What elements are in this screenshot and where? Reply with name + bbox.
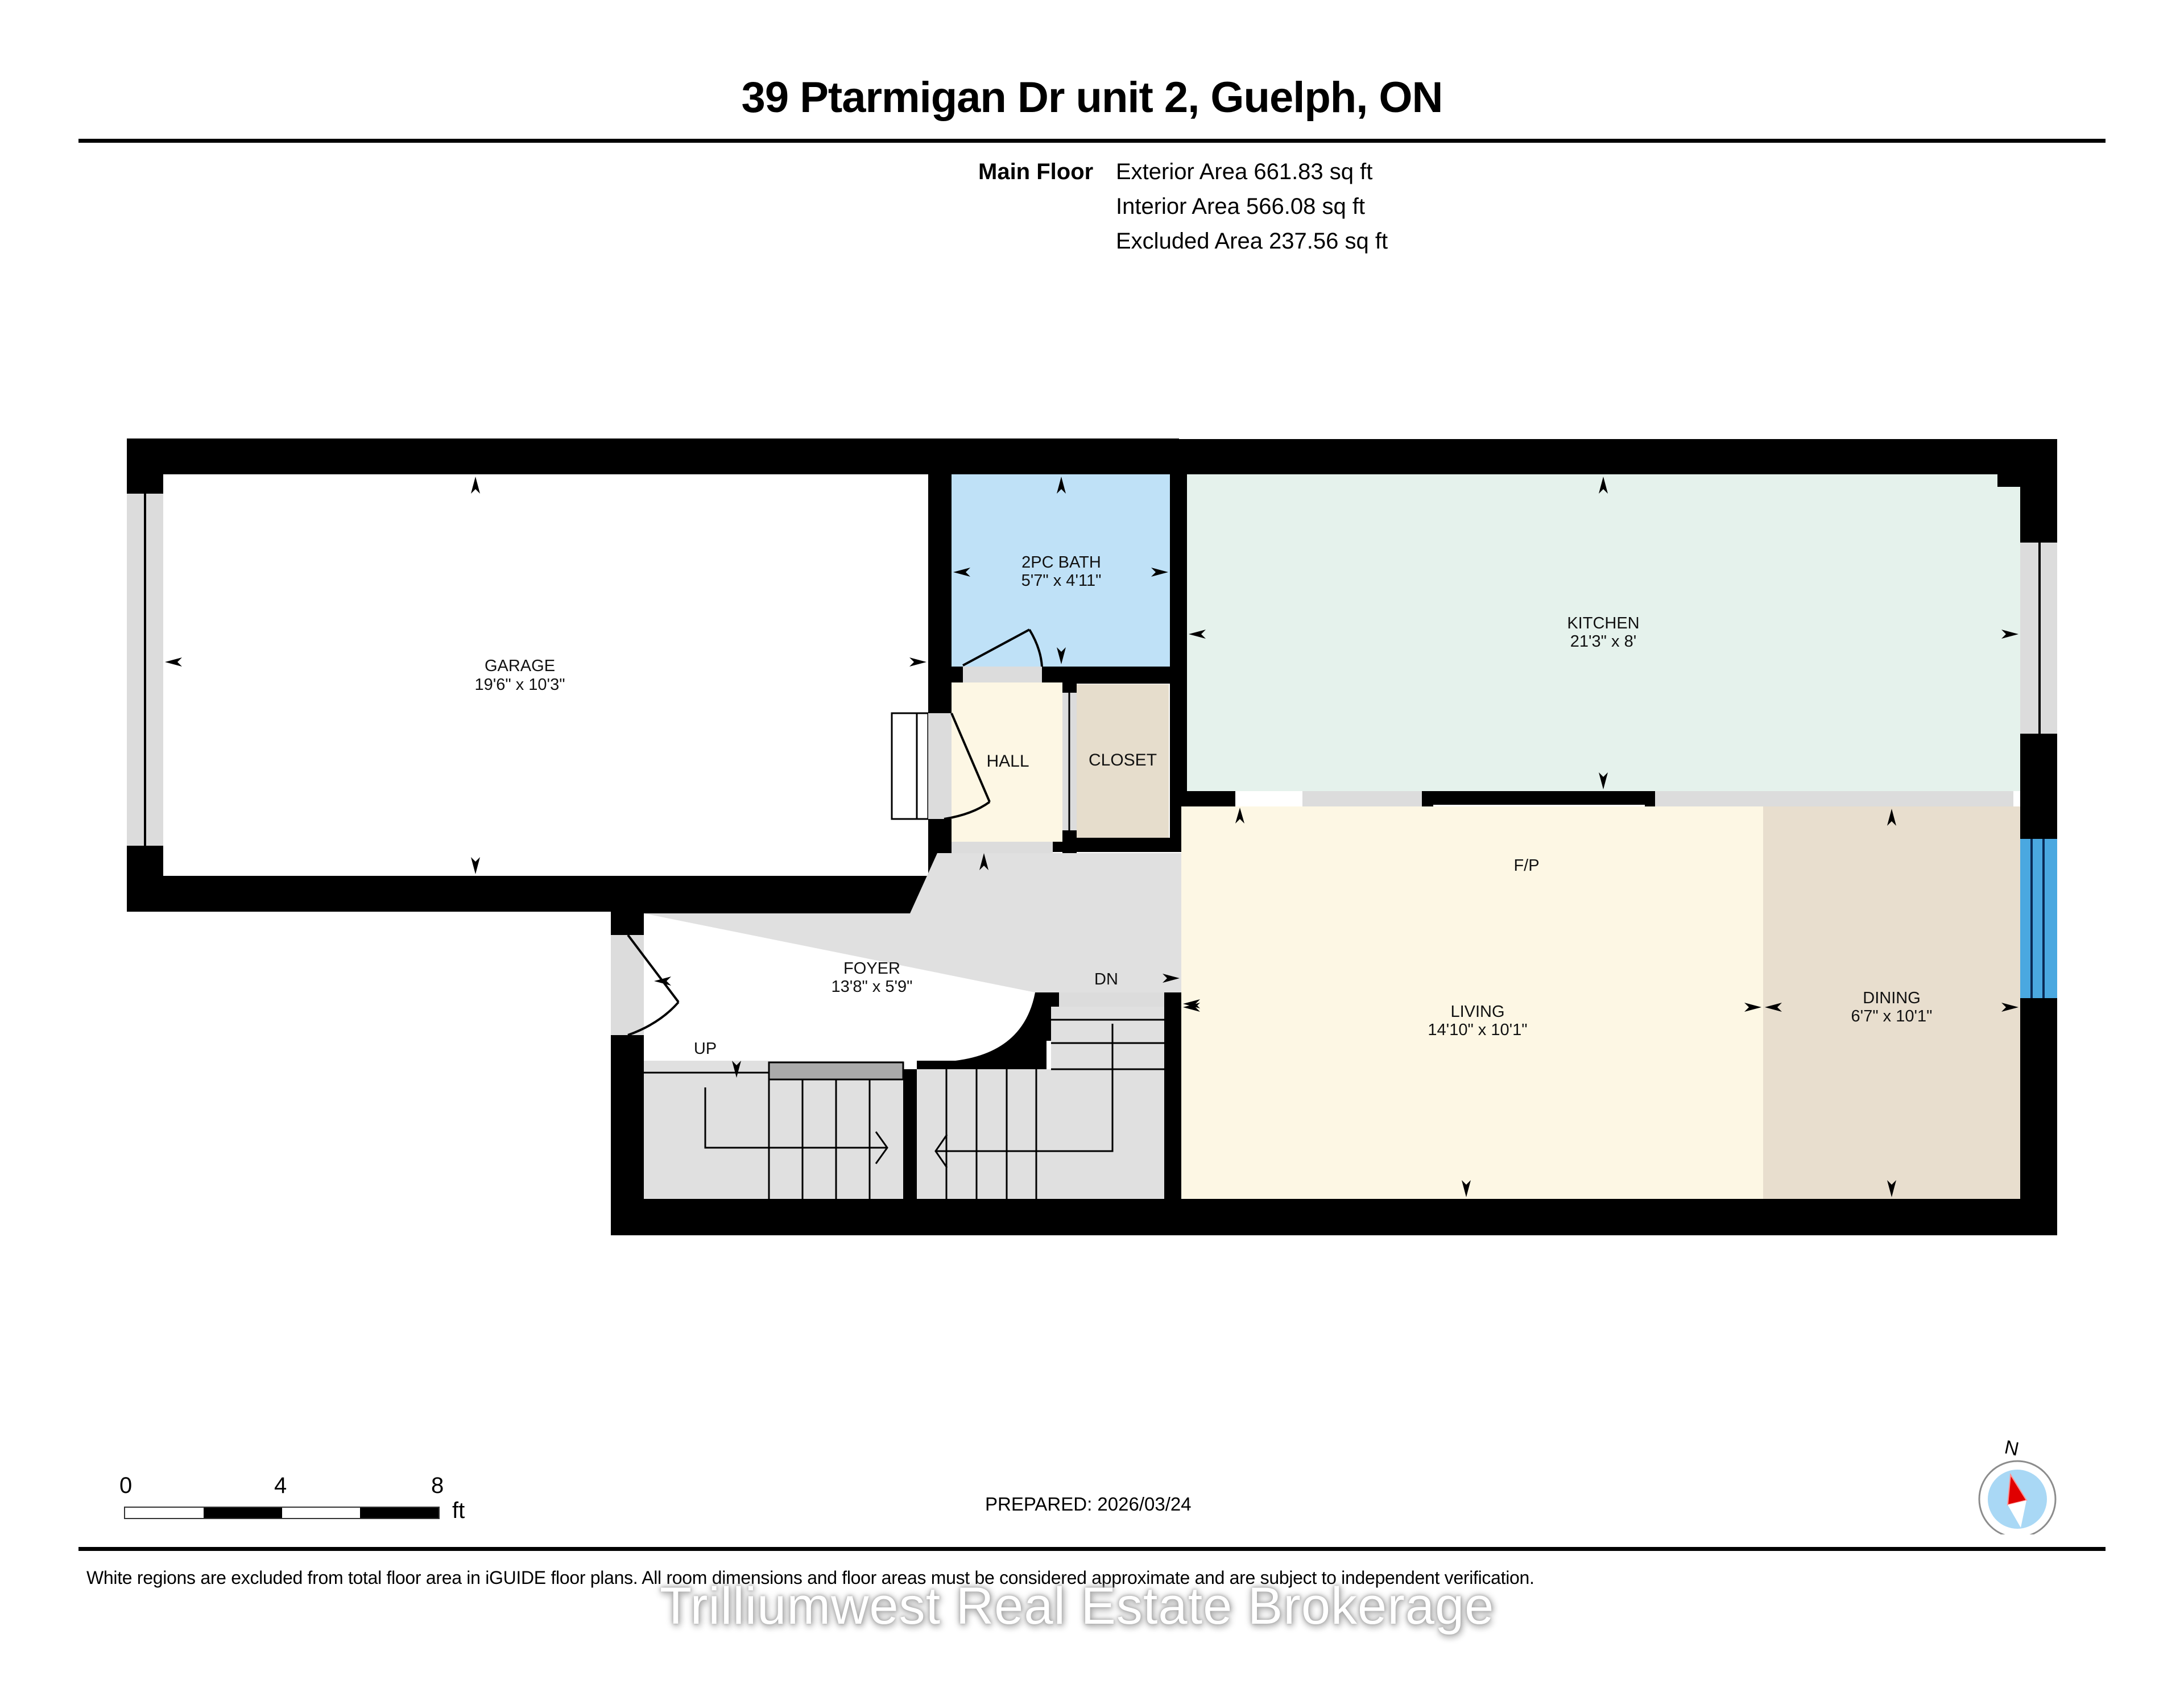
living-dims: 14'10" x 10'1" bbox=[1428, 1021, 1527, 1039]
garage-floor bbox=[163, 474, 928, 876]
kitchen-dims: 21'3" x 8' bbox=[1570, 632, 1637, 651]
stairs bbox=[644, 1019, 1164, 1199]
interior-area: Interior Area 566.08 sq ft bbox=[1116, 194, 1366, 219]
compass-north-label: N bbox=[2003, 1436, 2021, 1460]
bath-dims: 5'7" x 4'11" bbox=[1021, 572, 1102, 590]
garage-dims: 19'6" x 10'3" bbox=[474, 676, 565, 694]
exterior-area: Exterior Area 661.83 sq ft bbox=[1116, 159, 1373, 184]
scale-unit: ft bbox=[452, 1498, 465, 1523]
disclaimer: White regions are excluded from total fl… bbox=[86, 1567, 1534, 1588]
dining-floor bbox=[1763, 806, 2020, 1199]
compass-icon: N bbox=[1978, 1436, 2057, 1538]
hall-floor bbox=[952, 682, 1062, 842]
dining-name: DINING bbox=[1863, 989, 1921, 1007]
rooms bbox=[163, 474, 2020, 1199]
stairs-down-label: DN bbox=[1094, 970, 1118, 988]
closet-name: CLOSET bbox=[1089, 751, 1157, 769]
closet-floor bbox=[1077, 684, 1169, 838]
hall-name: HALL bbox=[986, 752, 1029, 771]
garage-name: GARAGE bbox=[485, 657, 555, 675]
bath-floor bbox=[952, 474, 1170, 667]
openings bbox=[127, 494, 2057, 1035]
scale-bar-graphic bbox=[124, 1507, 440, 1519]
fireplace-label: F/P bbox=[1513, 857, 1539, 875]
scale-bar: 0 4 8 ft bbox=[119, 1473, 483, 1536]
foyer-floor bbox=[644, 853, 1181, 992]
brokerage-watermark: Trilliumwest Real Estate Brokerage bbox=[660, 1577, 1495, 1635]
header-divider bbox=[78, 139, 2106, 143]
footer-divider bbox=[78, 1547, 2106, 1551]
floor-label: Main Floor bbox=[978, 159, 1094, 184]
kitchen-name: KITCHEN bbox=[1567, 614, 1639, 632]
scale-tick-4: 4 bbox=[274, 1473, 287, 1498]
doors bbox=[627, 628, 1043, 1036]
scale-tick-8: 8 bbox=[431, 1473, 444, 1498]
walls bbox=[127, 438, 2057, 1235]
foyer-name: FOYER bbox=[843, 959, 900, 978]
compass: N bbox=[1972, 1426, 2058, 1538]
room-labels: GARAGE 19'6" x 10'3" 2PC BATH 5'7" x 4'1… bbox=[474, 553, 1932, 1058]
bath-name: 2PC BATH bbox=[1021, 553, 1101, 572]
dimension-markers bbox=[165, 477, 2018, 1197]
living-floor bbox=[1181, 806, 1763, 1199]
excluded-area: Excluded Area 237.56 sq ft bbox=[1116, 229, 1388, 254]
foyer-dims: 13'8" x 5'9" bbox=[832, 978, 913, 996]
living-name: LIVING bbox=[1450, 1003, 1504, 1021]
page-title: 39 Ptarmigan Dr unit 2, Guelph, ON bbox=[741, 73, 1443, 122]
prepared-date: PREPARED: 2026/03/24 bbox=[985, 1493, 1192, 1515]
scale-tick-0: 0 bbox=[119, 1473, 133, 1498]
kitchen-floor bbox=[1187, 474, 1997, 791]
area-values: Exterior Area 661.83 sq ft Interior Area… bbox=[1116, 155, 1388, 259]
dining-dims: 6'7" x 10'1" bbox=[1851, 1007, 1933, 1025]
stairs-up-label: UP bbox=[694, 1040, 717, 1058]
